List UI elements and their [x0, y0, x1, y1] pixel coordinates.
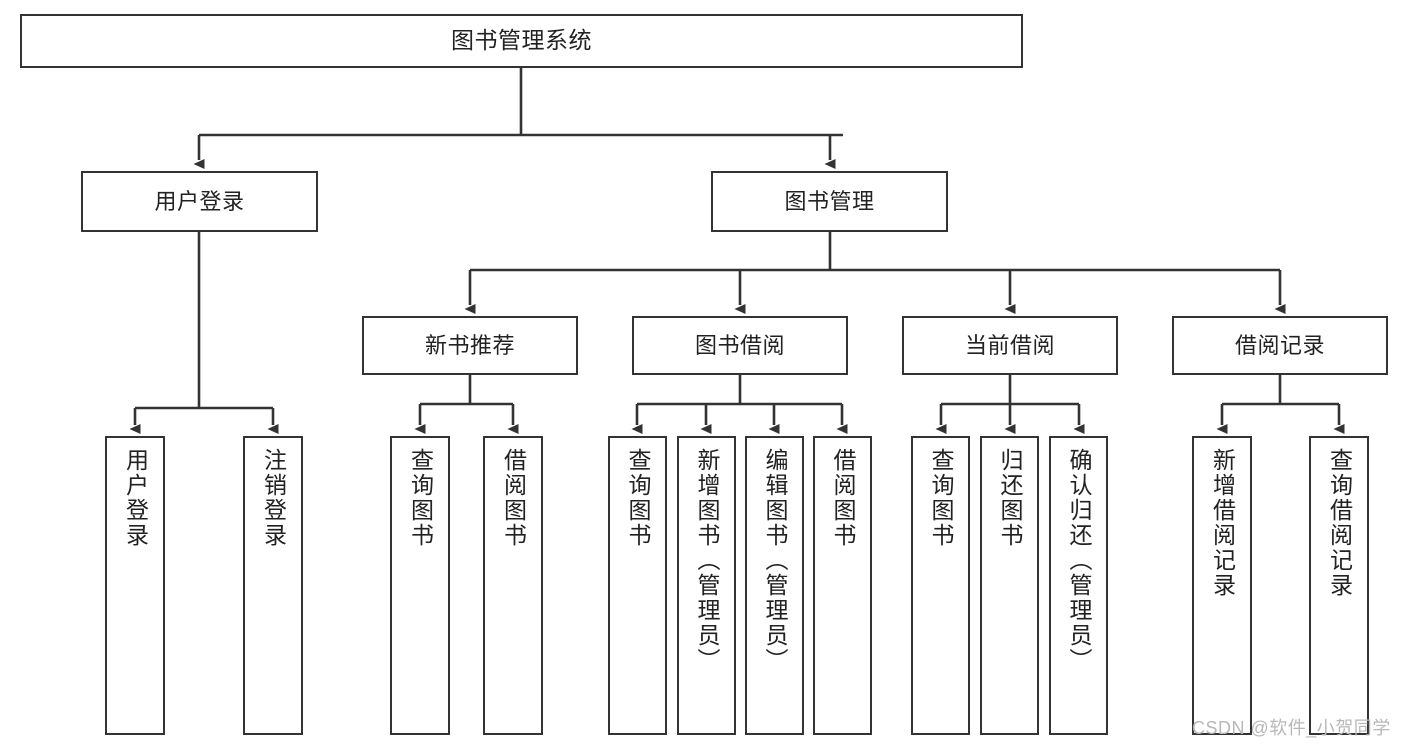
- node-current-borrow[interactable]: 当前借阅: [902, 316, 1118, 375]
- node-leaf-edit-book[interactable]: 编辑图书（管理员）: [745, 436, 804, 735]
- node-leaf-query-record-label: 查询借阅记录: [1326, 448, 1353, 598]
- node-user-login-label: 用户登录: [154, 188, 245, 214]
- node-new-book-recommend-label: 新书推荐: [424, 332, 515, 358]
- node-leaf-add-record-label: 新增借阅记录: [1209, 448, 1236, 598]
- node-leaf-borrow-book-1[interactable]: 借阅图书: [483, 436, 543, 735]
- node-leaf-query-book-1-label: 查询图书: [407, 448, 434, 548]
- node-leaf-edit-book-label: 编辑图书（管理员）: [762, 448, 788, 673]
- node-leaf-query-book-2[interactable]: 查询图书: [608, 436, 667, 735]
- node-leaf-add-book[interactable]: 新增图书（管理员）: [677, 436, 736, 735]
- node-new-book-recommend[interactable]: 新书推荐: [362, 316, 578, 375]
- node-book-borrow[interactable]: 图书借阅: [632, 316, 848, 375]
- watermark: CSDN @软件_小贺同学: [1192, 718, 1391, 738]
- node-leaf-return-book-label: 归还图书: [997, 448, 1023, 548]
- node-borrow-record-label: 借阅记录: [1234, 332, 1325, 358]
- node-leaf-query-book-2-label: 查询图书: [625, 448, 651, 548]
- node-leaf-confirm-return-label: 确认归还（管理员）: [1066, 448, 1092, 673]
- node-leaf-user-login-label: 用户登录: [122, 448, 149, 548]
- node-leaf-user-logout-label: 注销登录: [260, 448, 287, 548]
- node-leaf-add-record[interactable]: 新增借阅记录: [1192, 436, 1252, 735]
- node-book-borrow-label: 图书借阅: [694, 332, 785, 358]
- node-leaf-user-logout[interactable]: 注销登录: [243, 436, 303, 735]
- node-leaf-query-book-1[interactable]: 查询图书: [390, 436, 450, 735]
- node-book-management[interactable]: 图书管理: [711, 171, 948, 232]
- node-leaf-query-book-3[interactable]: 查询图书: [911, 436, 970, 735]
- node-current-borrow-label: 当前借阅: [964, 332, 1055, 358]
- node-borrow-record[interactable]: 借阅记录: [1172, 316, 1388, 375]
- node-book-management-label: 图书管理: [784, 188, 875, 214]
- node-leaf-add-book-label: 新增图书（管理员）: [694, 448, 720, 673]
- node-root[interactable]: 图书管理系统: [20, 14, 1023, 68]
- node-leaf-borrow-book-2[interactable]: 借阅图书: [813, 436, 872, 735]
- node-leaf-confirm-return[interactable]: 确认归还（管理员）: [1049, 436, 1108, 735]
- node-leaf-query-record[interactable]: 查询借阅记录: [1309, 436, 1369, 735]
- node-leaf-return-book[interactable]: 归还图书: [980, 436, 1039, 735]
- node-root-label: 图书管理系统: [451, 27, 592, 54]
- node-leaf-query-book-3-label: 查询图书: [928, 448, 954, 548]
- node-leaf-borrow-book-2-label: 借阅图书: [830, 448, 856, 548]
- node-user-login[interactable]: 用户登录: [81, 171, 318, 232]
- node-leaf-user-login[interactable]: 用户登录: [105, 436, 165, 735]
- node-leaf-borrow-book-1-label: 借阅图书: [500, 448, 527, 548]
